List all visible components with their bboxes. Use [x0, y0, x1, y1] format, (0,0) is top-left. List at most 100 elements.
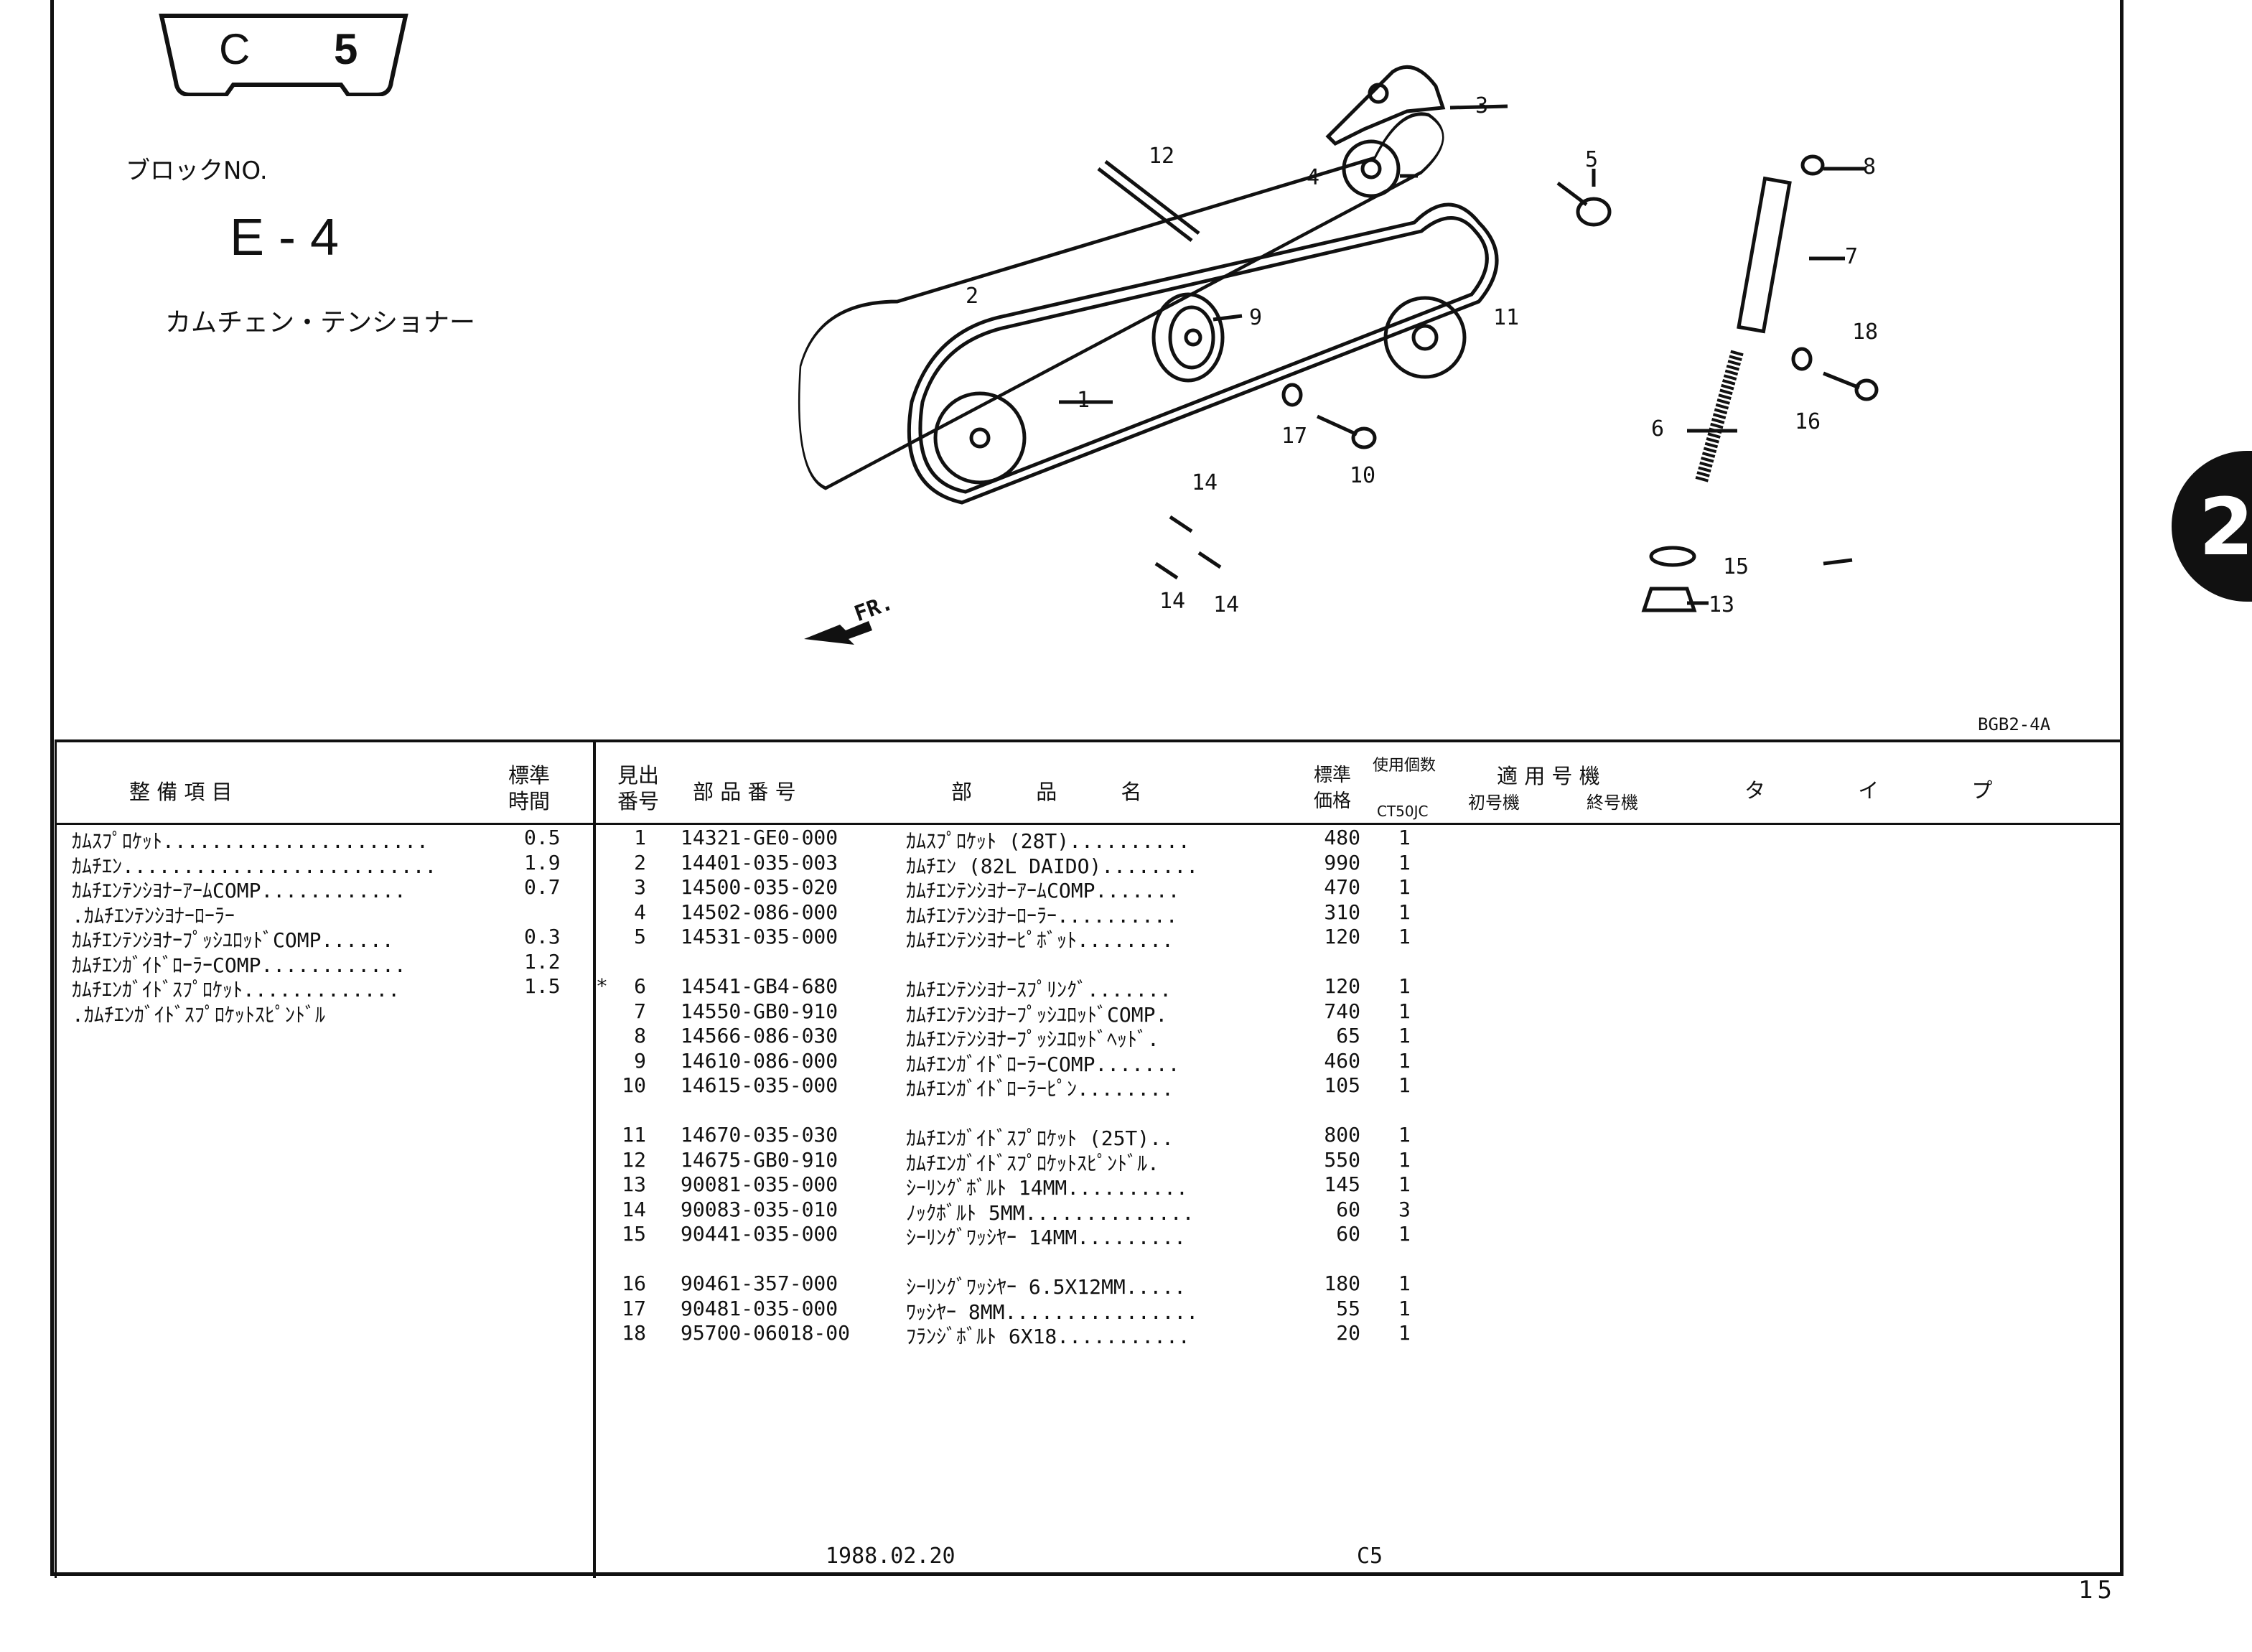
col-price: 標準 価格	[1314, 765, 1352, 812]
part-ref: 10	[622, 1073, 646, 1097]
side-tab-number: 2	[2199, 481, 2252, 573]
part-name: ｼｰﾘﾝｸﾞﾎﾞﾙﾄ 14MM..........	[906, 1176, 1188, 1200]
part-price: 550	[1324, 1147, 1360, 1172]
part-number: 90441-035-000	[681, 1222, 838, 1246]
tab-letter: C	[219, 25, 251, 73]
callout-18: 18	[1852, 319, 1879, 345]
part-qty: 1	[1398, 1123, 1411, 1147]
tab-number: 5	[334, 25, 358, 73]
col-model: CT50JC	[1377, 803, 1429, 820]
part-qty: 1	[1398, 875, 1411, 899]
part-price: 65	[1336, 1024, 1360, 1047]
part-price: 460	[1324, 1048, 1360, 1073]
table-divider	[593, 739, 596, 1578]
part-qty: 1	[1398, 850, 1411, 874]
work-item-time: 0.5	[524, 826, 561, 849]
part-mark: *	[596, 974, 608, 998]
callout-17: 17	[1281, 424, 1308, 449]
part-ref: 2	[634, 850, 646, 874]
part-price: 800	[1324, 1123, 1360, 1147]
part-name: ﾉｯｸﾎﾞﾙﾄ 5MM..............	[906, 1200, 1195, 1225]
parts-table-frame	[55, 739, 2123, 1578]
col-first-unit: 初号機	[1468, 793, 1520, 813]
callout-16: 16	[1795, 409, 1821, 434]
page-frame	[50, 0, 2123, 1576]
part-number: 14566-086-030	[681, 1024, 838, 1047]
work-item-row: ｶﾑﾁｴﾝﾃﾝｼﾖﾅｰｱｰﾑCOMP............0.7	[72, 875, 574, 902]
part-name: ﾜｯｼﾔｰ 8MM................	[906, 1299, 1199, 1324]
work-item-name: ｶﾑﾁｴﾝｶﾞｲﾄﾞｽﾌﾟﾛｹｯﾄ.............	[72, 978, 401, 1002]
cam-chain	[798, 112, 1444, 490]
part-qty: 1	[1398, 1296, 1411, 1320]
part-name: ｶﾑﾁｴﾝｶﾞｲﾄﾞｽﾌﾟﾛｹｯﾄｽﾋﾟﾝﾄﾞﾙ.	[906, 1151, 1159, 1175]
work-item-row: ｶﾑﾁｴﾝｶﾞｲﾄﾞｽﾌﾟﾛｹｯﾄ.............1.5	[72, 974, 574, 1002]
block-number: E - 4	[230, 209, 340, 266]
part-qty: 1	[1398, 974, 1411, 998]
part-ref: 5	[634, 925, 646, 948]
work-item-name: .ｶﾑﾁｴﾝｶﾞｲﾄﾞｽﾌﾟﾛｹｯﾄｽﾋﾟﾝﾄﾞﾙ	[72, 1002, 325, 1027]
work-item-name: .ｶﾑﾁｴﾝﾃﾝｼﾖﾅｰﾛｰﾗｰ	[72, 903, 235, 928]
part-name: ｶﾑﾁｴﾝﾃﾝｼﾖﾅｰｽﾌﾟﾘﾝｸﾞ.......	[906, 978, 1172, 1002]
part-ref: 12	[622, 1147, 646, 1172]
part-price: 60	[1336, 1197, 1360, 1221]
part-name: ｶﾑﾁｴﾝﾃﾝｼﾖﾅｰﾛｰﾗｰ..........	[906, 903, 1178, 928]
part-number: 14500-035-020	[681, 875, 838, 899]
col-ref-no: 見出 番号	[617, 763, 660, 813]
footer-code: C5	[1357, 1544, 1383, 1569]
part-ref: 9	[634, 1048, 646, 1073]
part-ref: 1	[634, 826, 646, 849]
part-number: 14401-035-003	[681, 850, 838, 874]
part-ref: 13	[622, 1172, 646, 1196]
part-qty: 1	[1398, 999, 1411, 1023]
callout-3: 3	[1475, 93, 1489, 118]
callout-2: 2	[966, 284, 979, 309]
work-item-name: ｶﾑｽﾌﾟﾛｹｯﾄ......................	[72, 829, 429, 853]
part-ref: 4	[634, 900, 646, 924]
work-item-time: 1.2	[524, 949, 561, 974]
block-label: ブロックNO.	[126, 157, 268, 185]
part-ref: 18	[622, 1321, 646, 1345]
work-item-name: ｶﾑﾁｴﾝｶﾞｲﾄﾞﾛｰﾗｰCOMP............	[72, 953, 406, 977]
part-qty: 1	[1398, 900, 1411, 924]
part-qty: 3	[1398, 1197, 1411, 1221]
part-price: 120	[1324, 974, 1360, 998]
part-price: 20	[1336, 1321, 1360, 1345]
work-item-row: ｶﾑﾁｴﾝﾃﾝｼﾖﾅｰﾌﾟｯｼﾕﾛｯﾄﾞCOMP......0.3	[72, 925, 574, 952]
work-item-name: ｶﾑﾁｴﾝﾃﾝｼﾖﾅｰﾌﾟｯｼﾕﾛｯﾄﾞCOMP......	[72, 928, 394, 952]
part-qty: 1	[1398, 1271, 1411, 1295]
part-number: 14541-GB4-680	[681, 974, 838, 998]
callout-8: 8	[1863, 154, 1877, 179]
block-title: カムチェン・テンショナー	[165, 308, 476, 337]
part-number: 90083-035-010	[681, 1197, 838, 1221]
callout-4: 4	[1307, 165, 1320, 190]
part-price: 105	[1324, 1073, 1360, 1097]
part-qty: 1	[1398, 1172, 1411, 1196]
callout-7: 7	[1845, 244, 1859, 269]
part-number: 90481-035-000	[681, 1296, 838, 1320]
part-qty: 1	[1398, 1222, 1411, 1246]
footer-date: 1988.02.20	[826, 1544, 956, 1569]
col-part-name: 部 品 名	[951, 780, 1171, 804]
col-work-item: 整 備 項 目	[129, 780, 233, 804]
callout-14a: 14	[1192, 470, 1218, 495]
callout-11: 11	[1493, 305, 1520, 330]
part-name: ｶﾑﾁｴﾝﾃﾝｼﾖﾅｰﾋﾟﾎﾞｯﾄ........	[906, 928, 1174, 952]
col-std-time: 標準 時間	[508, 763, 551, 813]
part-number: 14502-086-000	[681, 900, 838, 924]
work-item-name: ｶﾑﾁｴﾝﾃﾝｼﾖﾅｰｱｰﾑCOMP............	[72, 879, 406, 902]
callout-5: 5	[1585, 147, 1599, 172]
part-qty: 1	[1398, 925, 1411, 948]
block-tab: C 5	[154, 10, 413, 96]
callout-14b: 14	[1159, 589, 1186, 614]
part-price: 310	[1324, 900, 1360, 924]
part-name: ｼｰﾘﾝｸﾞﾜｯｼﾔｰ 6.5X12MM.....	[906, 1275, 1187, 1299]
part-name: ﾌﾗﾝｼﾞﾎﾞﾙﾄ 6X18...........	[906, 1325, 1190, 1348]
